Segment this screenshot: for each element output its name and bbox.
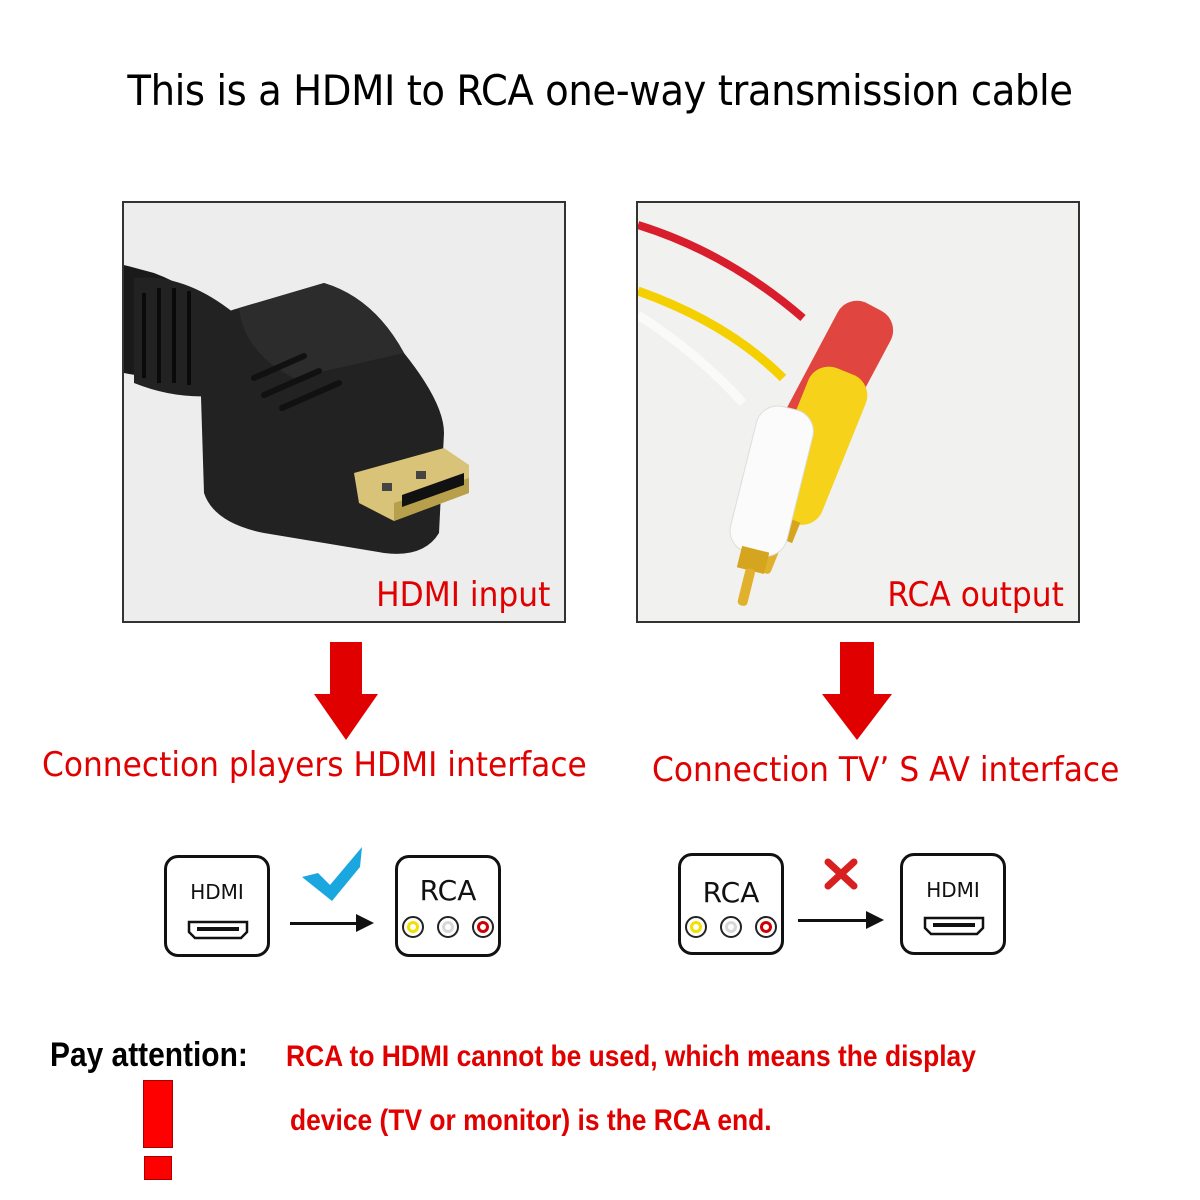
- exclamation-icon: [140, 1080, 176, 1180]
- rca-port-box: RCA: [678, 853, 784, 955]
- rca-connectors-image: [638, 203, 1078, 621]
- checkmark-icon: [302, 847, 362, 901]
- rca-red-jack-icon: [755, 916, 777, 938]
- hdmi-port-box: HDMI: [900, 853, 1006, 955]
- rca-photo-panel: RCA output: [636, 201, 1080, 623]
- down-arrow-icon: [314, 642, 378, 740]
- page-title: This is a HDMI to RCA one-way transmissi…: [127, 66, 1073, 115]
- hdmi-port-icon: [923, 916, 985, 936]
- flow-arrow-icon: [290, 914, 374, 932]
- warning-line-1: RCA to HDMI cannot be used, which means …: [286, 1040, 976, 1073]
- rca-yellow-jack-icon: [402, 916, 424, 938]
- rca-port-label: RCA: [702, 876, 760, 909]
- hdmi-port-label: HDMI: [926, 878, 980, 902]
- rca-port-box: RCA: [395, 855, 501, 957]
- rca-white-jack-icon: [437, 916, 459, 938]
- flow-arrow-icon: [798, 911, 884, 929]
- av-connection-caption: Connection TV’ S AV interface: [652, 750, 1120, 790]
- rca-port-label: RCA: [419, 874, 477, 907]
- hdmi-port-icon: [187, 920, 249, 940]
- warning-line-2: device (TV or monitor) is the RCA end.: [290, 1104, 772, 1137]
- hdmi-photo-panel: HDMI input: [122, 201, 566, 623]
- rca-white-jack-icon: [720, 916, 742, 938]
- hdmi-input-label: HDMI input: [375, 575, 550, 615]
- rca-yellow-jack-icon: [685, 916, 707, 938]
- rca-red-jack-icon: [472, 916, 494, 938]
- down-arrow-icon: [822, 642, 892, 740]
- cross-icon: [824, 858, 858, 890]
- rca-output-label: RCA output: [887, 575, 1064, 615]
- hdmi-connector-image: [124, 203, 564, 621]
- hdmi-port-label: HDMI: [190, 880, 244, 904]
- pay-attention-label: Pay attention:: [50, 1036, 248, 1074]
- hdmi-port-box: HDMI: [164, 855, 270, 957]
- hdmi-connection-caption: Connection players HDMI interface: [42, 745, 587, 785]
